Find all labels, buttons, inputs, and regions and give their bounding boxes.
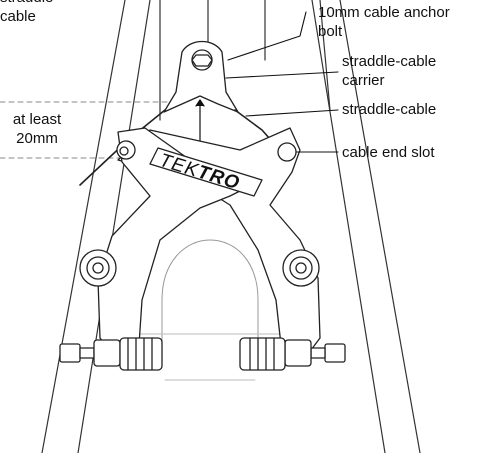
label-cable-end-slot: cable end slot [342, 144, 435, 161]
right-brake-arm [117, 127, 321, 363]
fork-outline [41, 0, 421, 453]
clearance-guides [0, 101, 181, 159]
tire-outline [119, 239, 301, 381]
straddle-cable-carrier [163, 40, 239, 113]
brand-stripe [149, 147, 263, 197]
leader-lines [225, 11, 339, 153]
cable-end-slot-icon [277, 142, 297, 162]
label-straddle-cable: straddle-cable [342, 101, 437, 118]
label-clearance: at least 20mm [12, 111, 62, 147]
left-brake-pad [59, 337, 163, 371]
label-straddle-cable-top: straddle cable [0, 0, 53, 25]
label-anchor-bolt: 10mm cable anchor bolt [318, 4, 450, 40]
left-brake-arm [79, 127, 253, 363]
label-straddle-cable-carrier: straddle-cable carrier [342, 53, 437, 89]
right-brake-pad [239, 337, 346, 371]
